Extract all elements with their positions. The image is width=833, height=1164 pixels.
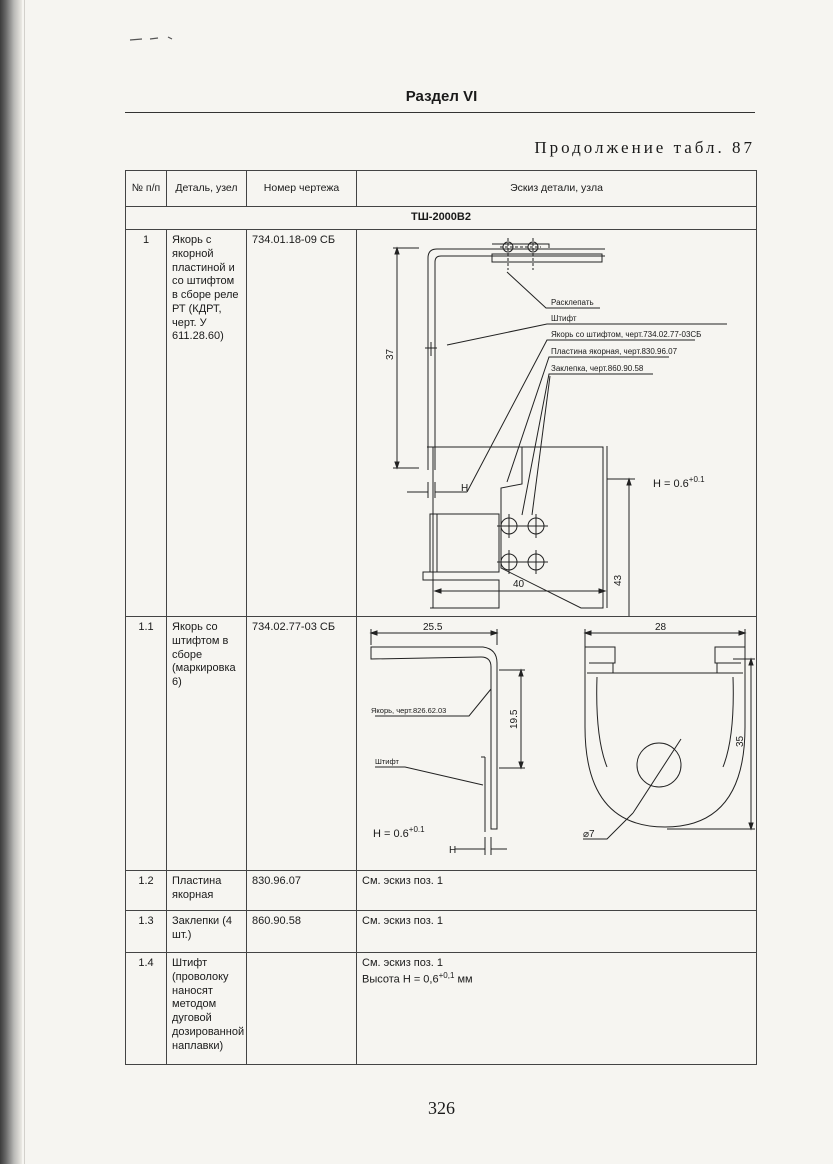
dim-37: 37 [385,348,396,360]
dim-25-5: 25.5 [423,622,443,633]
dim-43: 43 [613,574,624,586]
label-anchor: Якорь, черт.826.62.03 [371,706,446,715]
label-rivet-over: Расклепать [551,298,594,307]
dim-h-label: Н [449,845,456,856]
dim-40: 40 [513,579,525,590]
height-spec: Высота Н = 0,6+0,1 мм [362,970,473,986]
h-formula: Н = 0.6+0.1 [653,475,705,490]
row-drawing: 734.01.18-09 СБ [246,229,357,617]
h-formula: Н = 0.6+0.1 [373,825,425,840]
row-part: Якорь со штифтом в сборе (маркировка 6) [166,616,247,871]
row-num: 1.2 [125,870,167,911]
row-sketch-text: См. эскиз поз. 1 [356,870,757,911]
row-num: 1.4 [125,952,167,1065]
row-drawing: 860.90.58 [246,910,357,953]
row-drawing: 734.02.77-03 СБ [246,616,357,871]
row-sketch: Расклепать Штифт Якорь со штифтом, черт.… [356,229,757,617]
group-title: ТШ-2000В2 [125,206,757,230]
armature-with-pin-drawing: 25.5 19.5 Якорь, черт.826.62.03 Штифт Н … [369,622,755,856]
row-part: Штифт (проволоку наносят методом дуговой… [166,952,247,1065]
dim-28: 28 [655,622,667,633]
table-row: 1.3 Заклепки (4 шт.) 860.90.58 См. эскиз… [125,910,757,953]
label-rivet: Заклепка, черт.860.90.58 [551,364,644,373]
label-pin: Штифт [551,314,577,323]
callout-labels: Расклепать Штифт Якорь со штифтом, черт.… [551,298,701,373]
table-row: 1.2 Пластина якорная 830.96.07 См. эскиз… [125,870,757,911]
row-sketch-text: См. эскиз поз. 1 Высота Н = 0,6+0,1 мм [356,952,757,1065]
table-group-row: ТШ-2000В2 [125,206,757,230]
row-num: 1.1 [125,616,167,871]
label-armature-with-pin: Якорь со штифтом, черт.734.02.77-03СБ [551,330,701,339]
section-title: Раздел VI [405,88,478,105]
armature-assembly-drawing: Расклепать Штифт Якорь со штифтом, черт.… [385,238,727,616]
col-header-part: Деталь, узел [166,170,247,207]
table-row: 1 Якорь с якорной пластиной и со штифтом… [125,229,757,617]
dim-19-5: 19.5 [509,709,520,729]
label-pin: Штифт [375,757,400,766]
row-drawing [246,952,357,1065]
table-continuation-caption: Продолжение табл. 87 [534,138,755,157]
row-sketch-text: См. эскиз поз. 1 [356,910,757,953]
row-num: 1.3 [125,910,167,953]
dim-35: 35 [735,735,746,747]
row-num: 1 [125,229,167,617]
table-header-row: № п/п Деталь, узел Номер чертежа Эскиз д… [125,170,757,207]
col-header-num: № п/п [125,170,167,207]
page-binding-shadow [0,0,22,1164]
page-number: 326 [428,1098,455,1118]
row-part: Якорь с якорной пластиной и со штифтом в… [166,229,247,617]
label-armature-plate: Пластина якорная, черт.830.96.07 [551,347,678,356]
col-header-drawing: Номер чертежа [246,170,357,207]
dim-diameter: ⌀7 [583,829,595,840]
dim-h-label: Н [461,483,468,494]
table-row: 1.1 Якорь со штифтом в сборе (маркировка… [125,616,757,871]
parts-table: № п/п Деталь, узел Номер чертежа Эскиз д… [125,170,757,1065]
col-header-sketch: Эскиз детали, узла [356,170,757,207]
header-rule [125,112,755,113]
scan-speck [129,36,173,41]
row-part: Заклепки (4 шт.) [166,910,247,953]
page-edge-line [24,0,25,1164]
sketch-ref: См. эскиз поз. 1 [362,957,444,969]
row-part: Пластина якорная [166,870,247,911]
table-row: 1.4 Штифт (проволоку наносят методом дуг… [125,952,757,1065]
row-drawing: 830.96.07 [246,870,357,911]
row-sketch: 25.5 19.5 Якорь, черт.826.62.03 Штифт Н … [356,616,757,871]
